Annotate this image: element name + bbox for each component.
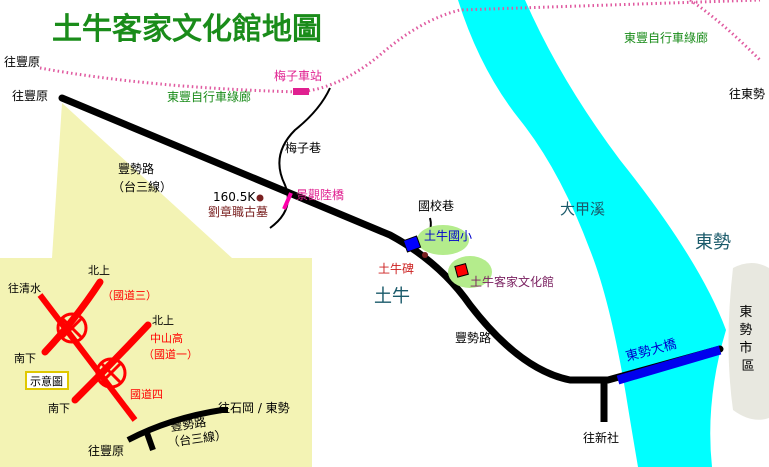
river-label: 大甲溪 [560, 200, 605, 218]
meizi-lane-label: 梅子巷 [285, 140, 321, 155]
inset-legend-label: 示意圖 [30, 374, 63, 388]
bikeway-east-path [689, 0, 762, 62]
inset-fengshi-road [126, 407, 228, 443]
inset-north-2: 北上 [152, 314, 174, 327]
inset-junction-2-icon [95, 357, 127, 389]
fengshi-road-label: 豐勢路 [118, 161, 154, 176]
page-title: 土牛客家文化館地圖 [52, 12, 322, 47]
museum-label: 土牛客家文化館 [470, 274, 554, 289]
town-district-label: 東 勢 市 區 [739, 304, 756, 374]
jingguan-bridge-label: 景觀陸橋 [296, 188, 344, 202]
inset-qingshui-road [37, 293, 138, 422]
inset-junction-1-icon [56, 312, 88, 344]
town-district-char-3: 市 [739, 340, 752, 356]
inset-fengyuan-road [144, 432, 156, 451]
village-label: 土牛 [374, 286, 410, 307]
school-marker [402, 235, 422, 253]
town-east-label: 東勢 [695, 232, 731, 253]
museum-grounds [448, 256, 492, 288]
museum-marker [454, 263, 469, 278]
inset-junction-2-y [100, 362, 122, 384]
dongshi-town-area [728, 263, 769, 420]
inset-to-fengyuan: 往豐原 [88, 443, 124, 458]
bikeway-east-label: 東豐自行車綠廊 [624, 30, 708, 45]
dajia-river [458, 0, 726, 467]
stele-label: 土牛碑 [378, 261, 414, 276]
inset-freeway1 [71, 321, 152, 404]
inset-freeway4-label: 國道四 [130, 387, 163, 401]
meizi-station-label: 梅子車站 [274, 68, 322, 83]
to-xinshe-label: 往新社 [583, 430, 619, 445]
inset-expressway-label: 中山高 [150, 331, 183, 345]
inset-north-1: 北上 [88, 264, 110, 277]
inset-south-2: 南下 [48, 402, 70, 415]
jingguan-bridge [282, 192, 293, 210]
stele-marker [422, 252, 428, 258]
tomb-marker [256, 194, 264, 202]
town-district-char-4: 區 [741, 359, 754, 374]
fengshi-road-2-label: 豐勢路 [455, 330, 491, 345]
km-marker-label: 160.5K [213, 190, 256, 204]
inset-road-label: 豐勢路 [169, 414, 207, 434]
bikeway-path [39, 0, 761, 94]
inset-south-1: 南下 [14, 352, 36, 365]
to-fengyuan-top-label: 往豐原 [4, 54, 40, 69]
fengshi-road [58, 94, 724, 384]
inset-panel [0, 258, 312, 467]
tomb-label: 劉章職古墓 [208, 204, 268, 219]
dongshi-bridge [616, 345, 722, 385]
inset-freeway1-label: （國道一） [143, 347, 198, 361]
inset-to-qingshui: 往清水 [8, 281, 41, 295]
inset-freeway3-label: （國道三） [102, 288, 157, 302]
inset-junction-1-y [61, 317, 83, 339]
inset-legend-box [25, 371, 69, 390]
town-district-char-1: 東 [739, 304, 752, 320]
inset-to-shigang: 往石岡 / 東勢 [218, 400, 290, 415]
school-label: 土牛國小 [424, 228, 472, 243]
meizi-station-marker [293, 88, 309, 95]
route3-label: （台三線） [112, 179, 172, 194]
to-fengyuan-left-label: 往豐原 [12, 88, 48, 103]
inset-freeway3 [41, 278, 104, 356]
inset-callout [52, 103, 232, 258]
school-grounds [417, 225, 469, 255]
town-district-char-2: 勢 [739, 323, 752, 338]
bikeway-west-label: 東豐自行車綠廊 [167, 89, 251, 104]
to-dongshi-label: 往東勢 [729, 86, 765, 101]
school-lane-label: 國校巷 [418, 198, 454, 213]
